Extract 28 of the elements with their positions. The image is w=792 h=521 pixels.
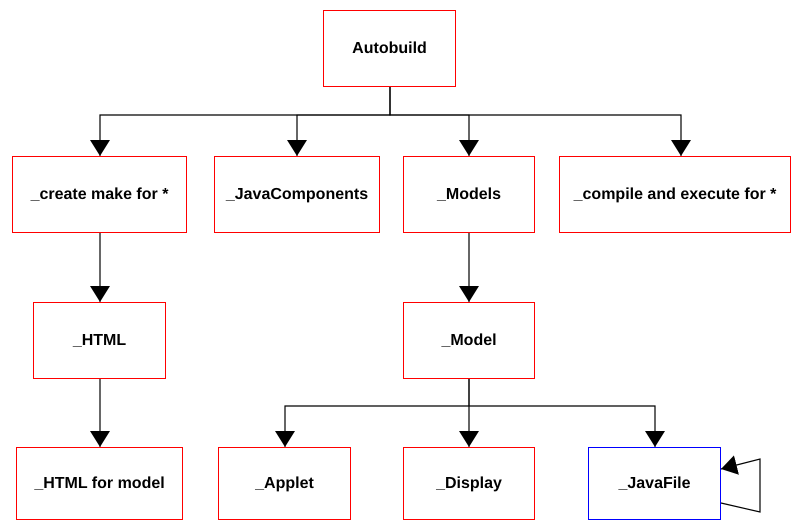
arrow xyxy=(389,87,691,156)
box-label: _JavaFile xyxy=(618,474,691,494)
box-label: _compile and execute for * xyxy=(574,184,776,204)
box-label: _Display xyxy=(436,474,502,494)
process-box xyxy=(403,302,535,379)
loop-arrow xyxy=(720,455,761,513)
arrow xyxy=(459,233,479,302)
box-label: _HTML for model xyxy=(34,474,165,494)
box-label: _create make for * xyxy=(30,184,168,204)
box-label: _JavaComponents xyxy=(226,184,368,204)
arrow xyxy=(90,233,110,302)
box-label: _HTML xyxy=(72,330,126,350)
arrow xyxy=(468,379,665,447)
process-box xyxy=(33,302,166,379)
process-box xyxy=(323,10,456,87)
process-box xyxy=(12,156,187,233)
process-box xyxy=(559,156,791,233)
process-box xyxy=(218,447,351,520)
process-box xyxy=(588,447,721,520)
process-box xyxy=(403,156,535,233)
box-label: _Applet xyxy=(255,474,314,494)
arrow xyxy=(90,379,110,447)
process-box xyxy=(403,447,535,520)
box-label: _Models xyxy=(436,184,501,204)
process-box xyxy=(16,447,183,520)
box-label: Autobuild xyxy=(352,38,427,58)
process-box xyxy=(214,156,380,233)
box-label: _Model xyxy=(441,330,497,350)
